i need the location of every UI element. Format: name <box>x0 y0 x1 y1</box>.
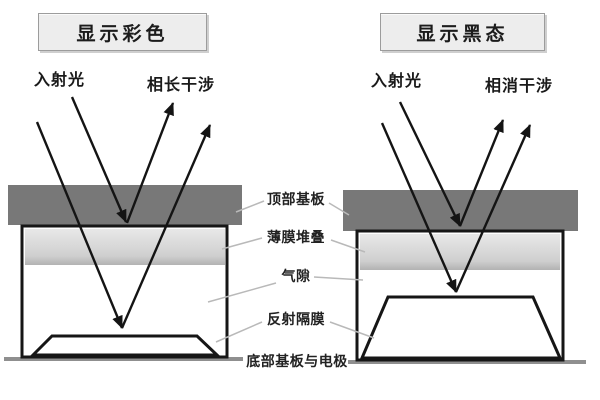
reflective-membrane-label: 反射隔膜 <box>267 311 325 327</box>
left-incident-ray-to-membrane <box>35 121 124 329</box>
leader-membrane-right <box>329 321 375 339</box>
thin-film-stack-label: 薄膜堆叠 <box>267 229 325 245</box>
right-incident-ray-to-membrane <box>380 122 458 293</box>
leader-top-substrate-right <box>328 202 350 216</box>
leader-film-stack-left <box>221 237 263 250</box>
right-film-stack-bar <box>360 234 560 270</box>
top-substrate-label: 顶部基板 <box>267 191 325 207</box>
leader-air-gap-left <box>207 282 277 303</box>
right-interference-label: 相消干涉 <box>485 78 554 95</box>
leader-membrane-left <box>215 321 263 343</box>
leader-top-substrate-left <box>235 200 265 213</box>
left-light-rays <box>35 96 212 329</box>
right-incident-ray-to-film <box>398 101 462 227</box>
left-state-title: 显示彩色 <box>38 13 207 51</box>
leader-film-stack-right <box>330 239 366 253</box>
bottom-substrate-electrode-label: 底部基板与电极 <box>246 353 348 369</box>
leader-air-gap-right <box>313 276 364 281</box>
right-reflected-ray-from-membrane <box>454 124 532 293</box>
left-incident-light-label: 入射光 <box>34 72 86 89</box>
right-incident-light-label: 入射光 <box>371 73 423 90</box>
right-reflected-ray-from-film <box>458 119 505 227</box>
leader-lines <box>207 200 375 343</box>
left-interference-label: 相长干涉 <box>147 77 216 94</box>
right-reflective-membrane <box>359 295 563 360</box>
left-reflected-ray-from-membrane <box>120 124 212 329</box>
left-reflective-membrane <box>29 334 221 357</box>
left-incident-ray-to-film <box>70 96 128 223</box>
left-reflected-ray-from-film <box>125 102 175 224</box>
right-light-rays <box>380 101 532 293</box>
right-state-title: 显示黑态 <box>380 13 545 51</box>
left-film-stack-bar <box>25 229 225 265</box>
air-gap-label: 气隙 <box>281 268 311 284</box>
